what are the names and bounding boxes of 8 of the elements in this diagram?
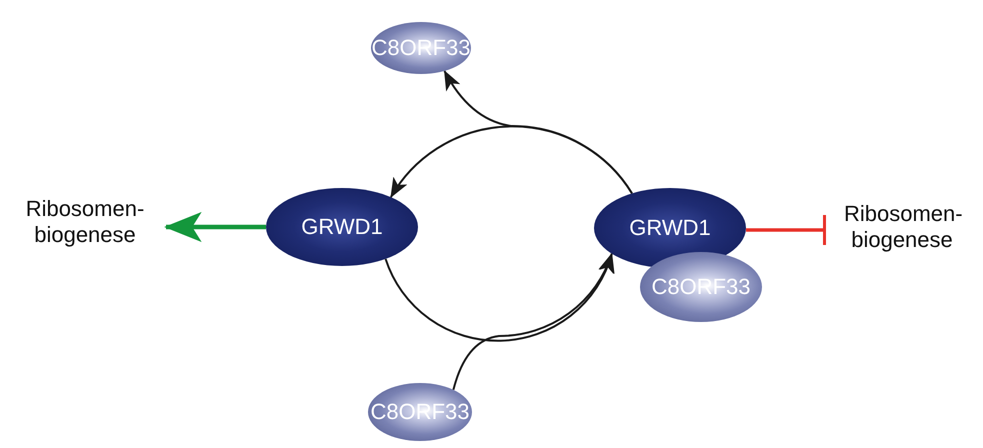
process-label: Ribosomen- biogenese xyxy=(844,200,960,254)
arrow xyxy=(444,70,633,194)
process-label: Ribosomen- biogenese xyxy=(24,196,146,248)
protein-label: GRWD1 xyxy=(301,214,383,240)
arrow xyxy=(452,252,613,390)
arrow xyxy=(164,212,266,242)
inhibition-line xyxy=(746,215,826,245)
protein-label: GRWD1 xyxy=(629,215,711,241)
